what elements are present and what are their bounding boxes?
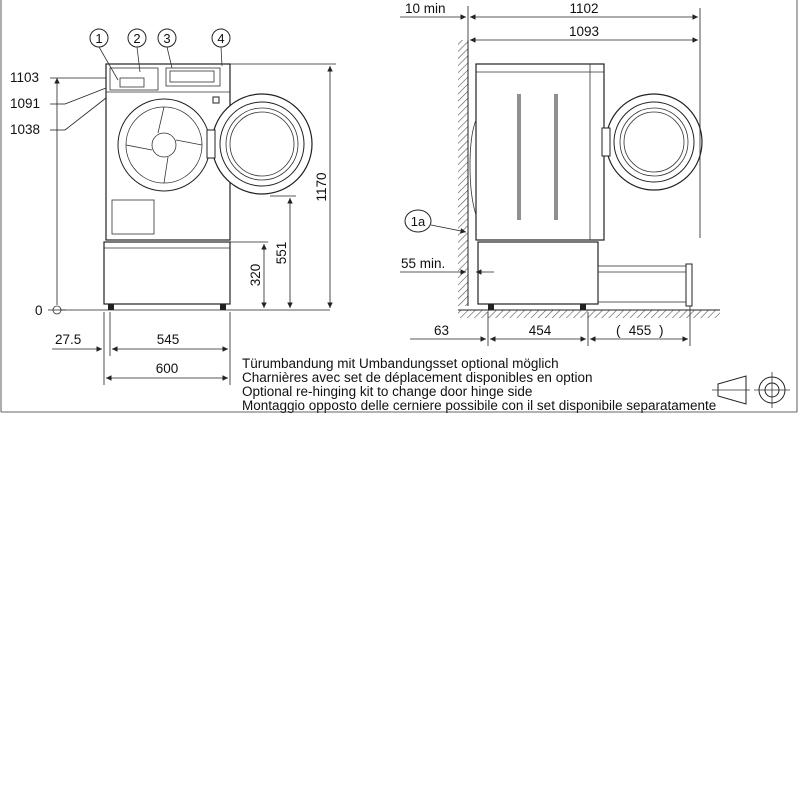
wall: [458, 40, 468, 306]
gap-55min: 55 min.: [401, 256, 445, 271]
side-open-door: [601, 93, 703, 191]
note-en: Optional re-hinging kit to change door h…: [242, 384, 532, 399]
height-zero: 0: [35, 303, 43, 318]
notes: Türumbandung mit Umbandungsset optional …: [242, 356, 716, 413]
paren-open: (: [616, 323, 621, 338]
paren-close: ): [659, 323, 664, 338]
open-door: [206, 93, 313, 195]
width-600: 600: [156, 361, 179, 376]
height-1103: 1103: [10, 70, 39, 85]
height-1038: 1038: [10, 122, 40, 137]
front-view: 1 2 3 4 1103 1091 1038 0: [10, 28, 336, 385]
height-320: 320: [248, 264, 263, 287]
depth-1093: 1093: [569, 24, 599, 39]
third-angle-projection-icon: [712, 372, 790, 408]
wall-gap-10min: 10 min: [405, 1, 446, 16]
callout-1: 1: [89, 28, 119, 81]
height-551: 551: [274, 242, 289, 265]
svg-text:2: 2: [133, 31, 140, 46]
callout-2: 2: [127, 28, 147, 73]
svg-text:1: 1: [95, 31, 102, 46]
callout-3: 3: [157, 28, 177, 69]
side-washer-body: [475, 63, 605, 241]
callout-1a: 1a: [404, 209, 467, 234]
pedestal-drawer: [597, 265, 691, 303]
side-pedestal: [477, 241, 599, 305]
svg-text:4: 4: [217, 31, 224, 46]
depth-1102: 1102: [569, 1, 598, 16]
callout-4: 4: [211, 28, 231, 67]
side-view: 10 min 1102 1093 1a 55 min. 63 454 455 (…: [400, 1, 720, 346]
width-455: 455: [629, 323, 652, 338]
svg-text:1a: 1a: [411, 214, 426, 229]
width-63: 63: [434, 323, 449, 338]
pedestal: [103, 241, 231, 305]
svg-text:3: 3: [163, 31, 170, 46]
width-27-5: 27.5: [55, 332, 81, 347]
height-1170: 1170: [314, 172, 329, 201]
note-de: Türumbandung mit Umbandungsset optional …: [242, 356, 559, 371]
width-545: 545: [157, 332, 180, 347]
width-454: 454: [529, 323, 552, 338]
height-1091: 1091: [10, 96, 40, 111]
note-fr: Charnières avec set de déplacement dispo…: [242, 370, 592, 385]
note-it: Montaggio opposto delle cerniere possibi…: [242, 398, 716, 413]
